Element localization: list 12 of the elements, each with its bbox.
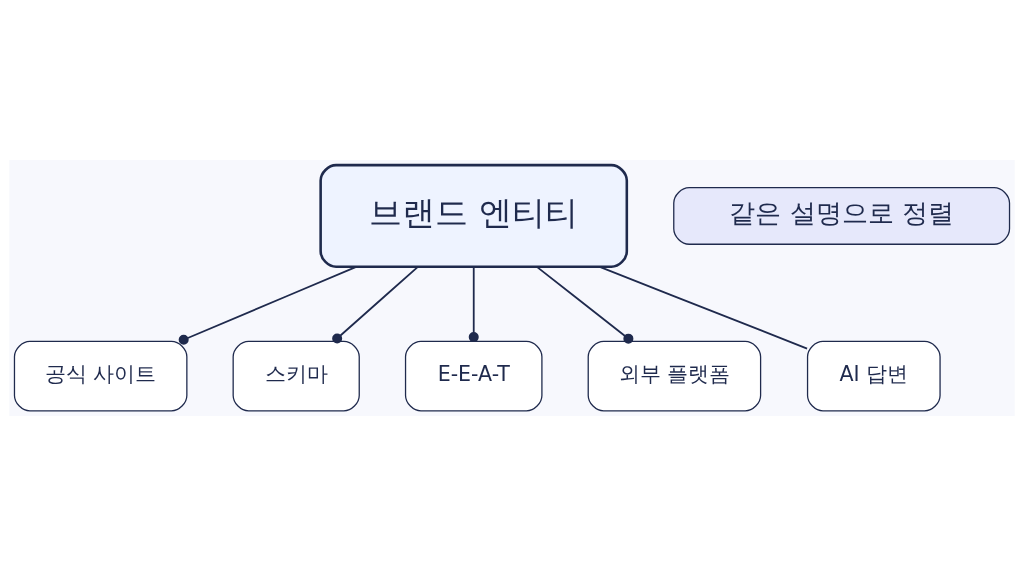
- connector: [598, 266, 808, 350]
- connector: [536, 266, 634, 344]
- node-box: AI 답변: [806, 340, 941, 412]
- node-box: 외부 플랫폼: [587, 340, 762, 412]
- node-box: 스키마: [232, 340, 360, 412]
- node-box: 공식 사이트: [13, 340, 188, 412]
- node-box: 같은 설명으로 정렬: [673, 187, 1011, 245]
- connector: [468, 266, 479, 343]
- node-box: 브랜드 엔티티: [319, 163, 629, 269]
- node-box: E-E-A-T: [404, 340, 543, 412]
- connector: [178, 266, 358, 345]
- connector: [332, 266, 419, 344]
